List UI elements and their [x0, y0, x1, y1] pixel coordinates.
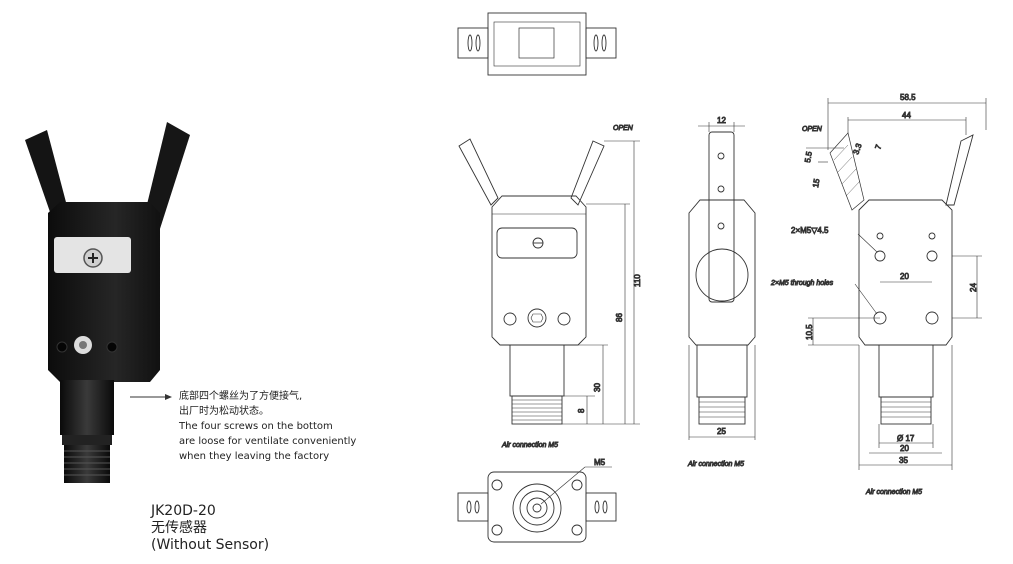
dim-12: 12: [717, 116, 726, 125]
right-air-connection: Air connection M5: [865, 489, 922, 496]
model-name-en: (Without Sensor): [151, 537, 270, 553]
dim-30: 30: [593, 383, 602, 392]
dim-24: 24: [969, 283, 978, 292]
dim-7: 7: [873, 143, 883, 151]
photo-thread-lines: [64, 450, 110, 476]
front-open-label: OPEN: [613, 125, 634, 132]
front-air-connection: Air connection M5: [501, 442, 558, 449]
dim-44: 44: [902, 111, 911, 120]
dim-35: 35: [899, 456, 908, 465]
note-line-cn-1: 底部四个螺丝为了方便接气,: [179, 391, 303, 402]
photo-hole-left: [56, 341, 68, 353]
side-air-connection: Air connection M5: [687, 461, 744, 468]
note-line-en-2: are loose for ventilate conveniently: [179, 436, 357, 447]
dim-58-5: 58.5: [900, 93, 916, 102]
dim-110: 110: [633, 274, 642, 287]
model-caption: JK20D-20 无传感器 (Without Sensor): [151, 503, 269, 554]
photo-nut: [62, 435, 112, 445]
photo-cylinder: [60, 380, 114, 435]
dim-20-holes: 20: [900, 272, 909, 281]
photo-center-screw-hole: [79, 341, 87, 349]
dim-10-5: 10.5: [805, 324, 814, 340]
dim-86: 86: [615, 313, 624, 322]
m5-thread-callout: 2×M5▽4.5: [791, 226, 829, 235]
model-code: JK20D-20: [151, 503, 216, 519]
note-line-en-3: when they leaving the factory: [179, 451, 330, 462]
front-view: [458, 138, 640, 425]
note-line-en-1: The four screws on the bottom: [179, 421, 333, 432]
dim-5-5: 5.5: [803, 150, 814, 163]
note-leader-arrow: [165, 394, 172, 400]
bottom-view: [457, 466, 617, 543]
product-photo: [25, 122, 190, 483]
dim-15: 15: [811, 177, 822, 188]
right-view: [806, 98, 987, 470]
bottom-m5-callout: M5: [594, 458, 606, 467]
dim-20-body: 20: [900, 444, 909, 453]
side-view: [688, 122, 756, 440]
photo-screw-cross: [88, 253, 98, 263]
dim-8: 8: [577, 408, 586, 413]
bottom-screws-note: 底部四个螺丝为了方便接气, 出厂时为松动状态。 The four screws …: [179, 389, 356, 464]
right-open-label: OPEN: [802, 126, 823, 133]
model-name-cn: 无传感器: [151, 520, 207, 536]
dim-25: 25: [717, 427, 726, 436]
top-view: [457, 12, 617, 76]
photo-hole-right: [106, 341, 118, 353]
dim-diameter-17: Ø 17: [897, 434, 915, 443]
m5-through-callout: 2×M5 through holes: [770, 280, 834, 287]
dim-3-3: 3.3: [851, 142, 863, 156]
note-line-cn-2: 出厂时为松动状态。: [179, 406, 269, 417]
